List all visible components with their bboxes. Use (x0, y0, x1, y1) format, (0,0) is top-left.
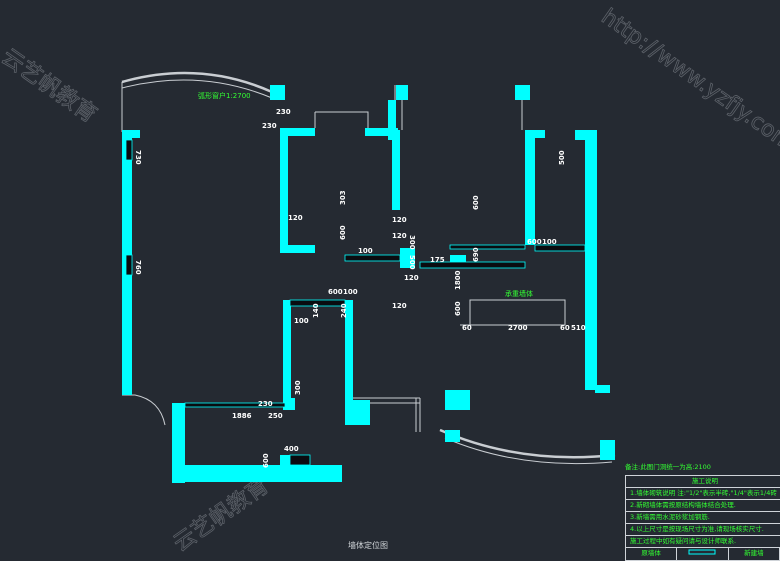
svg-text:云艺帆教育: 云艺帆教育 (0, 44, 101, 128)
legend-swatch (677, 548, 729, 560)
dim-label: 300 (294, 380, 302, 395)
dim-label: 100 (358, 247, 373, 255)
svg-text:云艺帆教育: 云艺帆教育 (169, 473, 273, 555)
dim-label: 400 (284, 445, 299, 453)
dim-label: 250 (268, 412, 283, 420)
drawing-title: 墙体定位图 (348, 541, 388, 550)
dim-label: 120 (404, 274, 419, 282)
dim-label: 2700 (508, 324, 528, 332)
dim-label: 600 (262, 453, 270, 468)
note-line: 施工过程中如有疑问请与设计师联系. (626, 536, 780, 548)
dim-label: 120 (392, 216, 407, 224)
dim-label: 240 (340, 303, 348, 318)
dim-label: 100 (294, 317, 309, 325)
svg-text:http://www.yzfjy.com: http://www.yzfjy.com (597, 4, 780, 156)
dim-label: 500 (558, 150, 566, 165)
arc-window-label: 弧形窗户1:2700 (198, 91, 251, 100)
dim-label: 120 (392, 302, 407, 310)
notes-heading: 施工说明 (626, 476, 780, 488)
dim-label: 600 (339, 225, 347, 240)
dim-label: 600 (328, 288, 343, 296)
legend-new-wall: 新建墙 (729, 548, 780, 560)
wall-annotation: 承重墙体 (505, 289, 533, 298)
dim-label: 730 (134, 150, 142, 165)
dim-label: 760 (134, 260, 142, 275)
note-line: 4.以上尺寸是按现场尺寸为准,请现场核实尺寸. (626, 524, 780, 536)
note-line: 2.新砌墙体需按原结构墙体结合处理. (626, 500, 780, 512)
dim-label: 690 (472, 247, 480, 262)
new-walls (125, 139, 586, 466)
dim-label: 100 (542, 238, 557, 246)
thin-lines (121, 71, 616, 465)
notes-remark: 备注:此图门洞统一为高:2100 (625, 463, 711, 471)
dim-label: 303 (339, 190, 347, 205)
dim-label: 120 (288, 214, 303, 222)
dim-label: 300 (408, 235, 416, 250)
dim-label: 1800 (454, 270, 462, 290)
dim-label: 600 (454, 301, 462, 316)
dim-label: 100 (343, 288, 358, 296)
dim-label: 175 (430, 256, 445, 264)
dim-label: 230 (276, 108, 291, 116)
dim-label: 230 (258, 400, 273, 408)
walls (122, 85, 615, 483)
note-line: 1.墙体砌筑说明 注:"1/2"表示半砖,"1/4"表示1/4砖 (626, 488, 780, 500)
dim-label: 1886 (232, 412, 252, 420)
dim-label: 60 (560, 324, 570, 332)
construction-notes: 备注:此图门洞统一为高:2100 施工说明 1.墙体砌筑说明 注:"1/2"表示… (625, 462, 780, 561)
note-line: 3.新墙需用水泥砂浆加钢筋. (626, 512, 780, 524)
dim-label: 120 (392, 232, 407, 240)
dim-label: 500 (408, 255, 416, 270)
legend: 原墙体 新建墙 (626, 548, 780, 560)
dim-label: 600 (527, 238, 542, 246)
dim-label: 600 (472, 195, 480, 210)
legend-existing-wall: 原墙体 (626, 548, 678, 560)
dim-label: 60 (462, 324, 472, 332)
dim-label: 510 (571, 324, 586, 332)
dimension-labels: 230 230 730 120 120 303 600 100 120 300 … (134, 108, 586, 468)
dim-label: 140 (312, 303, 320, 318)
dim-label: 230 (262, 122, 277, 130)
